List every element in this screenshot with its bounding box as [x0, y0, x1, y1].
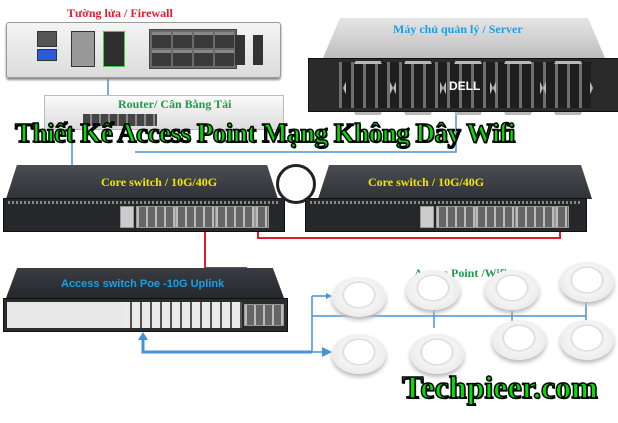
- arrow-access-up: [138, 332, 148, 340]
- lan-ports: [149, 29, 237, 69]
- access-switch-top: [6, 268, 284, 298]
- vent: [310, 201, 582, 204]
- server-device[interactable]: DELL: [308, 58, 618, 115]
- core-switch-1-label: Core switch / 10G/40G: [101, 175, 218, 189]
- access-point[interactable]: [332, 277, 386, 317]
- led-panel: [7, 302, 122, 328]
- line-access-poe: [141, 337, 312, 354]
- dc-port: [253, 35, 263, 65]
- usb-port: [37, 49, 57, 61]
- dac-cable-icon: [276, 164, 316, 204]
- access-switch-label: Access switch Poe -10G Uplink: [61, 278, 225, 290]
- router-label: Router/ Cân Bằng Tải: [118, 97, 232, 111]
- console-port: [37, 31, 57, 47]
- firewall-label: Tường lửa / Firewall: [67, 6, 173, 20]
- sfp-ports: [475, 206, 517, 228]
- arrow-ap5: [322, 347, 332, 357]
- wan-port: [103, 31, 125, 67]
- access-point[interactable]: [485, 270, 539, 310]
- bezel-hex: [343, 61, 393, 115]
- core-switch-1-device[interactable]: [3, 198, 285, 232]
- qsfp-ports: [555, 206, 569, 228]
- uplink-sfp-ports: [244, 304, 284, 326]
- line-server-core2: [135, 110, 457, 153]
- dell-logo: DELL: [449, 79, 481, 93]
- vent: [8, 201, 280, 204]
- router-ports: [83, 114, 157, 126]
- bezel-hex: [443, 61, 493, 115]
- access-point[interactable]: [492, 320, 546, 360]
- bezel-hex: [543, 61, 593, 115]
- access-point[interactable]: [560, 320, 614, 360]
- site-watermark: Techpieer.com: [401, 368, 598, 406]
- rj45-ports: [122, 302, 242, 328]
- line-ap-bus: [311, 295, 586, 353]
- server-chassis-top: [323, 18, 605, 58]
- drive-bays: [339, 62, 591, 108]
- core-switch-2-top: [318, 165, 592, 199]
- arrow-ap1: [326, 293, 332, 299]
- sfp-ports: [515, 206, 555, 228]
- bezel-hex: [393, 61, 443, 115]
- page-title: Thiết Kế Access Point Mạng Không Dây Wif…: [14, 117, 516, 149]
- mgmt-ports: [120, 206, 134, 228]
- firewall-device[interactable]: [6, 22, 281, 78]
- sfp-ports: [436, 206, 478, 228]
- dc-port: [235, 35, 245, 65]
- core-switch-1-top: [6, 165, 278, 199]
- access-switch-device[interactable]: [3, 298, 288, 332]
- mgmt-ports: [420, 206, 434, 228]
- access-point[interactable]: [560, 262, 614, 302]
- router-device[interactable]: [44, 95, 284, 130]
- access-point[interactable]: [406, 270, 460, 310]
- access-point[interactable]: [332, 334, 386, 374]
- core-switch-2-label: Core switch / 10G/40G: [368, 175, 485, 189]
- sfp-ports: [175, 206, 217, 228]
- server-label: Máy chủ quản lý / Server: [393, 22, 523, 36]
- qsfp-ports: [255, 206, 269, 228]
- bezel-hex: [493, 61, 543, 115]
- core-switch-2-device[interactable]: [305, 198, 587, 232]
- access-point[interactable]: [410, 334, 464, 374]
- sfp-port: [71, 31, 95, 67]
- sfp-ports: [136, 206, 178, 228]
- sfp-ports: [215, 206, 255, 228]
